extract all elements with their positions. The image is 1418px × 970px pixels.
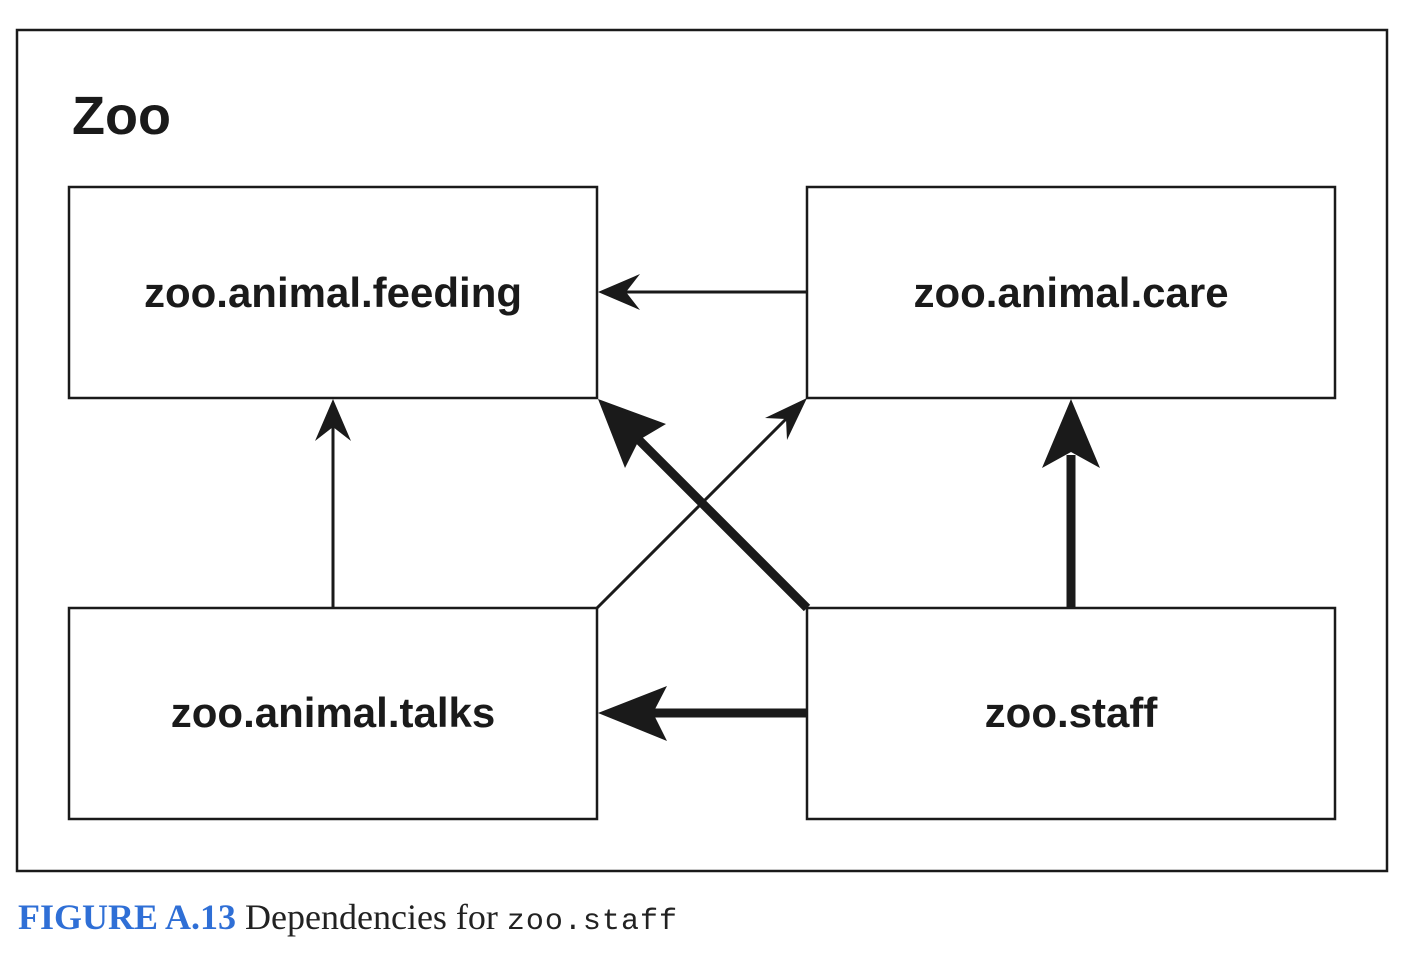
arrow-staff-to-feeding-shaft — [632, 433, 811, 612]
arrow-care-to-feeding-head — [598, 274, 640, 310]
module-box-talks: zoo.animal.talks — [67, 606, 599, 821]
arrow-staff-to-feeding-head — [598, 399, 666, 468]
arrow-staff-to-talks — [598, 686, 807, 741]
arrow-talks-to-feeding-head — [315, 399, 351, 441]
arrow-care-to-feeding — [598, 274, 807, 310]
arrow-staff-to-talks-head — [598, 686, 667, 741]
module-box-care-frame — [805, 185, 1337, 400]
module-box-staff: zoo.staff — [805, 606, 1337, 821]
figure-caption-text: Dependencies for — [245, 897, 498, 937]
module-box-feeding: zoo.animal.feeding — [67, 185, 599, 400]
arrow-staff-to-feeding — [598, 399, 811, 612]
zoo-container-title: Zoo — [72, 86, 171, 146]
figure-caption-code: zoo.staff — [506, 905, 678, 939]
module-label-feeding: zoo.animal.feeding — [144, 269, 522, 316]
arrow-talks-to-feeding — [315, 399, 351, 608]
module-label-staff: zoo.staff — [985, 689, 1159, 736]
arrow-talks-to-care-shaft — [595, 413, 792, 610]
arrow-talks-to-care-head — [765, 398, 807, 440]
figure-caption-label: FIGURE A.13 — [18, 897, 237, 937]
module-label-care: zoo.animal.care — [913, 269, 1228, 316]
module-label-talks: zoo.animal.talks — [171, 689, 495, 736]
dependency-diagram: Zoo zoo.animal.feeding zoo.animal.care z… — [15, 28, 1389, 873]
module-box-feeding-frame — [67, 185, 599, 400]
arrow-talks-to-care — [595, 398, 807, 610]
arrow-staff-to-care-head — [1042, 399, 1100, 468]
arrow-staff-to-care — [1042, 399, 1100, 608]
module-box-staff-frame — [805, 606, 1337, 821]
module-box-talks-frame — [67, 606, 599, 821]
module-box-care: zoo.animal.care — [805, 185, 1337, 400]
figure-caption: FIGURE A.13 Dependencies for zoo.staff — [18, 896, 678, 939]
